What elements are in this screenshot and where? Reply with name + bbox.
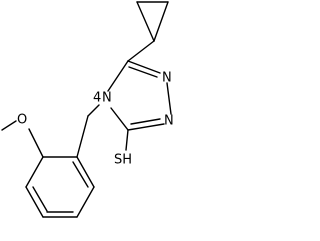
bond <box>127 123 165 131</box>
bond <box>136 1 155 42</box>
bond <box>153 1 169 42</box>
bond <box>107 60 129 92</box>
atom-locant-4: 4 <box>93 91 101 106</box>
bond-benzyl-ch2 <box>87 104 100 117</box>
bond-aryl-oxygen <box>28 128 44 158</box>
triazole-ring <box>107 60 172 131</box>
bond <box>76 115 89 158</box>
bond <box>130 118 161 125</box>
bond <box>110 107 129 131</box>
molecule-diagram: N N N 4 O SH <box>1 1 174 218</box>
bond-thiol <box>125 129 129 151</box>
bond <box>127 60 161 74</box>
bond-cyclopropyl-triazole <box>127 40 155 62</box>
bond <box>128 66 158 78</box>
bond <box>76 186 95 218</box>
atom-label-thiol: SH <box>114 153 132 168</box>
atom-label-oxygen: O <box>17 113 27 128</box>
bond <box>32 186 48 212</box>
benzene-ring <box>25 156 95 218</box>
bond <box>25 186 44 218</box>
atom-label-n-top: N <box>162 71 172 86</box>
bond <box>76 156 95 188</box>
atom-label-n-ring: N <box>102 91 112 106</box>
bond <box>72 161 89 188</box>
bond-oxygen-methyl <box>1 120 17 131</box>
cyclopropyl-ring <box>136 1 169 42</box>
bond <box>25 156 44 188</box>
bond <box>166 82 172 115</box>
atom-label-n-bottom: N <box>164 114 174 129</box>
